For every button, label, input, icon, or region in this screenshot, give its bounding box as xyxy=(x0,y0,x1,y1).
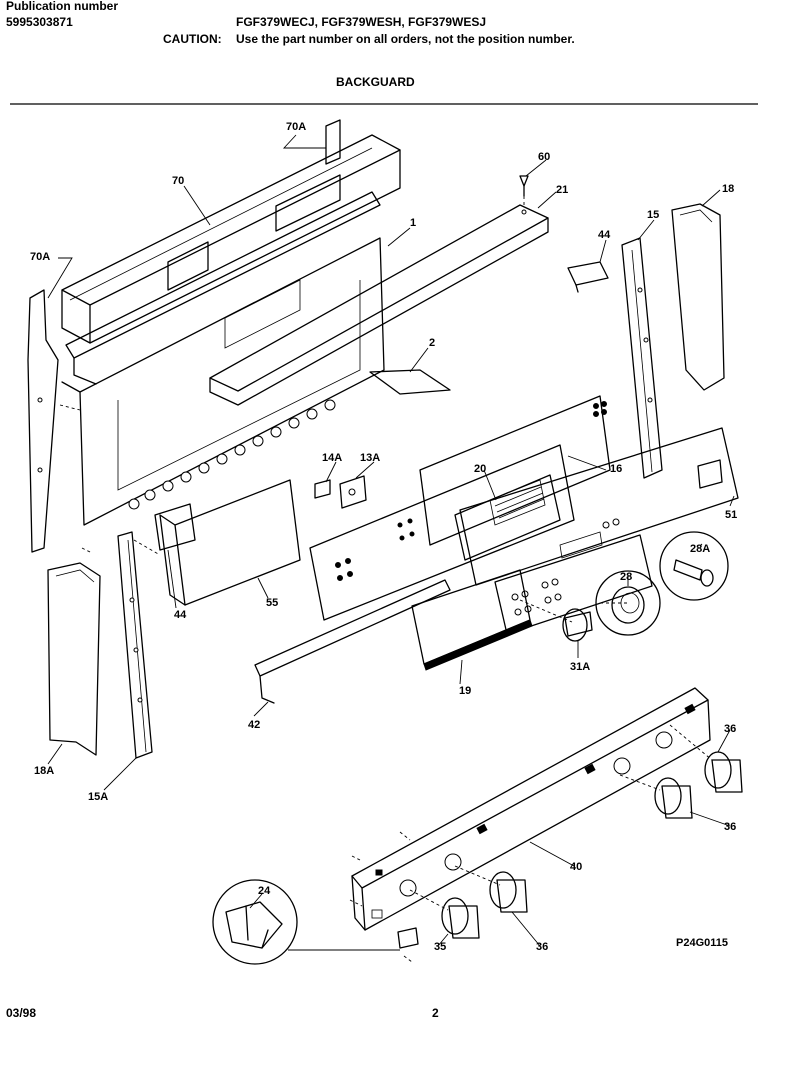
callout-1: 1 xyxy=(410,217,416,229)
part-44-lower-bracket xyxy=(154,503,196,551)
part-51-backguard-panel xyxy=(459,427,739,586)
callout-44-low: 44 xyxy=(174,609,187,621)
part-36-knob-c xyxy=(489,871,528,913)
footer-date: 03/98 xyxy=(6,1006,37,1020)
part-36-knob-a xyxy=(704,751,743,793)
part-44-top-clip xyxy=(567,261,609,293)
callout-16: 16 xyxy=(610,463,622,475)
callout-42: 42 xyxy=(248,719,260,731)
board-dots xyxy=(335,518,415,581)
callout-18A: 18A xyxy=(34,765,54,777)
part-1-back-panel xyxy=(61,237,385,526)
callout-70: 70 xyxy=(172,175,184,187)
callout-19: 19 xyxy=(459,685,471,697)
burner-holes xyxy=(128,399,336,510)
callout-55: 55 xyxy=(266,597,278,609)
part-55-oven-control-box xyxy=(159,479,301,606)
callout-36-a: 36 xyxy=(724,723,736,735)
callout-18: 18 xyxy=(722,183,734,195)
part-15-right-bracket xyxy=(621,237,663,479)
diagram-code: P24G0115 xyxy=(676,937,728,949)
callout-20: 20 xyxy=(474,463,486,475)
part-40-lower-panel xyxy=(351,687,711,931)
callout-36-b: 36 xyxy=(724,821,736,833)
part-2-inner-cover xyxy=(369,369,451,395)
callout-60: 60 xyxy=(538,151,550,163)
caution-label: CAUTION: xyxy=(163,32,222,46)
callout-35: 35 xyxy=(434,941,446,953)
part-24-rocker-switch-detail xyxy=(212,879,419,965)
callout-15A: 15A xyxy=(88,791,108,803)
caution-text: Use the part number on all orders, not t… xyxy=(236,32,575,46)
callout-36-c: 36 xyxy=(536,941,548,953)
part-18A-left-end-cap xyxy=(47,562,101,756)
rear-circuit-board xyxy=(309,444,575,621)
callout-2: 2 xyxy=(429,337,435,349)
callout-24: 24 xyxy=(258,885,271,897)
callout-40: 40 xyxy=(570,861,582,873)
part-28A-detail-circle xyxy=(659,531,729,601)
callout-28: 28 xyxy=(620,571,632,583)
publication-number: 5995303871 xyxy=(6,15,73,29)
callout-31A: 31A xyxy=(570,661,590,673)
part-19-overlay-strip xyxy=(411,569,533,671)
part-70-top-trim xyxy=(61,134,401,385)
part-70A-left-strip xyxy=(27,289,59,553)
callout-51: 51 xyxy=(725,509,737,521)
callout-13A: 13A xyxy=(360,452,380,464)
part-14A-switch xyxy=(314,479,331,499)
part-70A-top-clip xyxy=(325,119,341,165)
callout-21: 21 xyxy=(556,184,568,196)
model-numbers: FGF379WECJ, FGF379WESH, FGF379WESJ xyxy=(236,15,487,29)
part-42-front-trim xyxy=(254,579,451,704)
callout-70A-top: 70A xyxy=(286,121,306,133)
part-15A-left-bracket xyxy=(117,531,153,759)
part-35-knob xyxy=(441,897,480,939)
front-overlay xyxy=(494,518,653,635)
section-title: BACKGUARD xyxy=(336,75,415,89)
callout-44-top: 44 xyxy=(598,229,611,241)
part-20-electronic-control xyxy=(454,474,561,561)
callout-15: 15 xyxy=(647,209,659,221)
publication-label: Publication number xyxy=(6,0,119,13)
callout-70A-left: 70A xyxy=(30,251,50,263)
part-21-top-bracket xyxy=(209,204,549,406)
callout-28A: 28A xyxy=(690,543,710,555)
assembly-guides xyxy=(59,196,713,963)
part-18-right-end-cap xyxy=(671,203,725,391)
part-16-control-support xyxy=(419,395,611,546)
part-13A-relay xyxy=(339,475,367,509)
callout-labels: 70A 70 70A 1 60 21 44 15 18 2 14A 13A 20… xyxy=(30,121,737,953)
leader-lines xyxy=(47,134,735,947)
footer-page-number: 2 xyxy=(432,1006,439,1020)
part-36-knob-b xyxy=(654,777,693,819)
callout-14A: 14A xyxy=(322,452,342,464)
part-60-screw xyxy=(519,175,529,197)
part-31A-knob xyxy=(562,608,593,642)
